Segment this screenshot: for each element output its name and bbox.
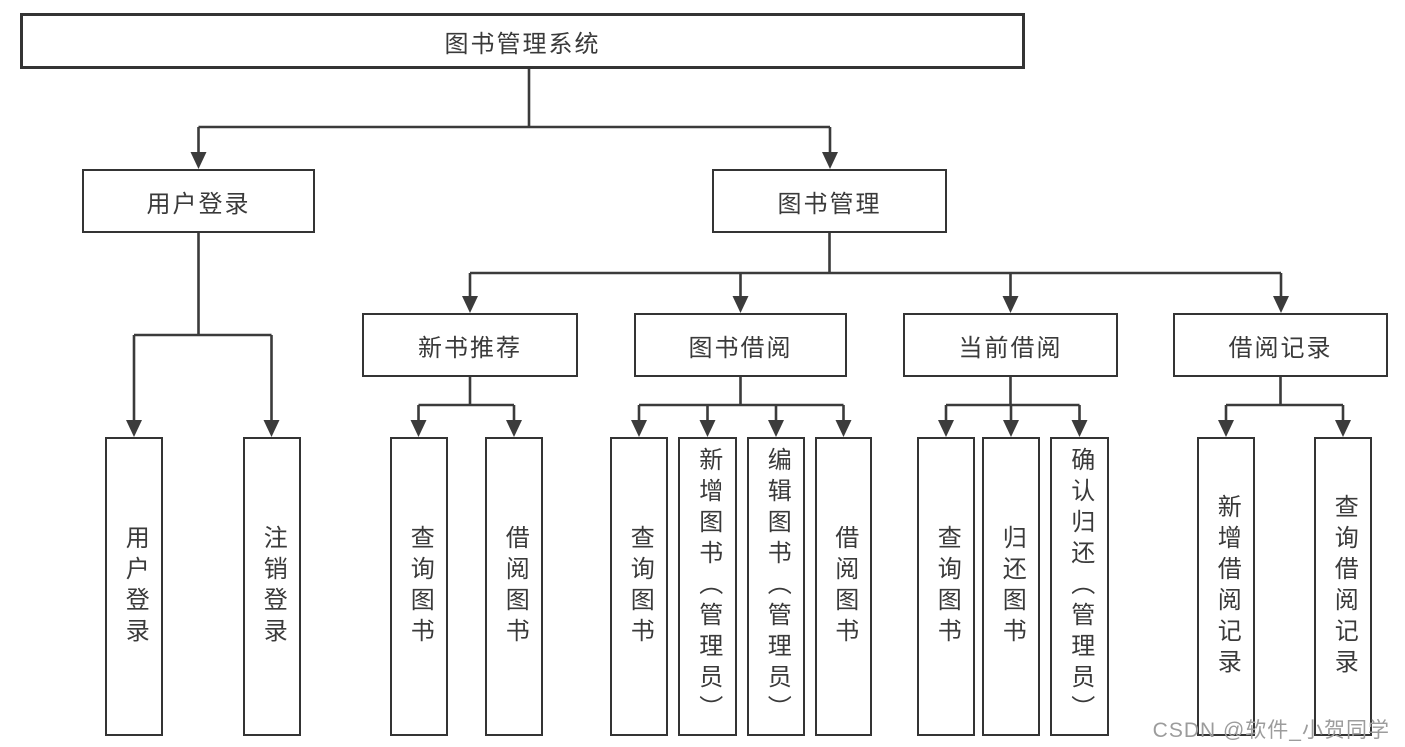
node-current-borrowing: 当前借阅 <box>903 313 1118 377</box>
line <box>197 69 832 154</box>
arrowhead <box>822 152 838 169</box>
leaf-label: 查询借阅记录 <box>1330 493 1358 680</box>
arrowhead <box>732 296 749 313</box>
arrowhead <box>699 420 716 437</box>
leaf-borrow-books-recommend: 借阅图书 <box>485 437 543 736</box>
leaf-user-login: 用户登录 <box>105 437 163 736</box>
leaf-label: 借阅图书 <box>830 524 858 649</box>
arrowhead <box>506 420 522 437</box>
arrowhead <box>1071 420 1088 437</box>
node-borrowing-records: 借阅记录 <box>1173 313 1388 377</box>
arrowhead <box>263 420 280 437</box>
node-book-management: 图书管理 <box>712 169 947 233</box>
leaf-add-book-admin: 新增图书（管理员） <box>678 437 737 736</box>
node-label: 新书推荐 <box>418 334 522 362</box>
arrowhead <box>1002 296 1019 313</box>
leaf-label: 注销登录 <box>259 524 287 649</box>
connector-current-borrowing-to-children <box>938 376 1088 437</box>
arrowhead <box>126 420 142 437</box>
line <box>417 376 516 422</box>
node-user-login: 用户登录 <box>82 169 315 233</box>
node-new-book-recommendation: 新书推荐 <box>362 313 578 377</box>
node-root-system: 图书管理系统 <box>20 13 1025 69</box>
arrowhead <box>190 152 207 169</box>
arrowhead <box>1335 420 1351 437</box>
node-label: 当前借阅 <box>958 334 1063 362</box>
arrowhead <box>835 420 852 437</box>
arrowhead <box>938 420 954 437</box>
line <box>637 376 845 422</box>
line <box>1224 376 1345 422</box>
connector-user-login-to-children <box>126 233 280 437</box>
arrowhead <box>1218 420 1234 437</box>
leaf-query-books-recommend: 查询图书 <box>390 437 448 736</box>
leaf-label: 编辑图书（管理员） <box>763 447 791 726</box>
leaf-edit-book-admin: 编辑图书（管理员） <box>747 437 805 736</box>
node-label: 用户登录 <box>146 190 251 218</box>
leaf-label: 查询图书 <box>406 524 434 649</box>
connector-borrowing-records-to-children <box>1218 376 1351 437</box>
leaf-label: 归还图书 <box>998 524 1026 649</box>
connector-book-borrowing-to-children <box>631 376 852 437</box>
leaf-logout: 注销登录 <box>243 437 301 736</box>
leaf-borrow-books-borrowing: 借阅图书 <box>815 437 872 736</box>
node-label: 图书借阅 <box>688 334 793 362</box>
arrowhead <box>1003 420 1019 437</box>
arrowhead <box>462 296 478 313</box>
line <box>944 376 1081 422</box>
node-label: 图书管理 <box>777 190 882 218</box>
leaf-label: 查询图书 <box>626 524 654 649</box>
line <box>468 233 1283 298</box>
line <box>132 233 273 422</box>
leaf-add-borrow-record: 新增借阅记录 <box>1197 437 1255 736</box>
connector-new-book-recommendation-to-children <box>410 376 522 437</box>
leaf-label: 确认归还（管理员） <box>1066 447 1094 726</box>
arrowhead <box>768 420 784 437</box>
leaf-return-book: 归还图书 <box>982 437 1040 736</box>
leaf-query-borrow-record: 查询借阅记录 <box>1314 437 1372 736</box>
leaf-label: 新增图书（管理员） <box>694 447 722 726</box>
connector-book-management-to-level3 <box>462 233 1289 313</box>
leaf-label: 用户登录 <box>121 524 149 649</box>
leaf-label: 借阅图书 <box>501 524 529 649</box>
leaf-label: 新增借阅记录 <box>1213 493 1241 680</box>
leaf-query-books-current: 查询图书 <box>917 437 975 736</box>
leaf-confirm-return-admin: 确认归还（管理员） <box>1050 437 1109 736</box>
connector-root-to-level2 <box>190 69 838 169</box>
leaf-label: 查询图书 <box>933 524 961 649</box>
csdn-watermark: CSDN @软件_小贺同学 <box>1152 719 1390 742</box>
node-label: 借阅记录 <box>1228 334 1333 362</box>
node-label: 图书管理系统 <box>444 30 601 58</box>
arrowhead <box>631 420 647 437</box>
arrowhead <box>1273 296 1289 313</box>
arrowhead <box>410 420 427 437</box>
node-book-borrowing: 图书借阅 <box>634 313 847 377</box>
leaf-query-books-borrowing: 查询图书 <box>610 437 668 736</box>
